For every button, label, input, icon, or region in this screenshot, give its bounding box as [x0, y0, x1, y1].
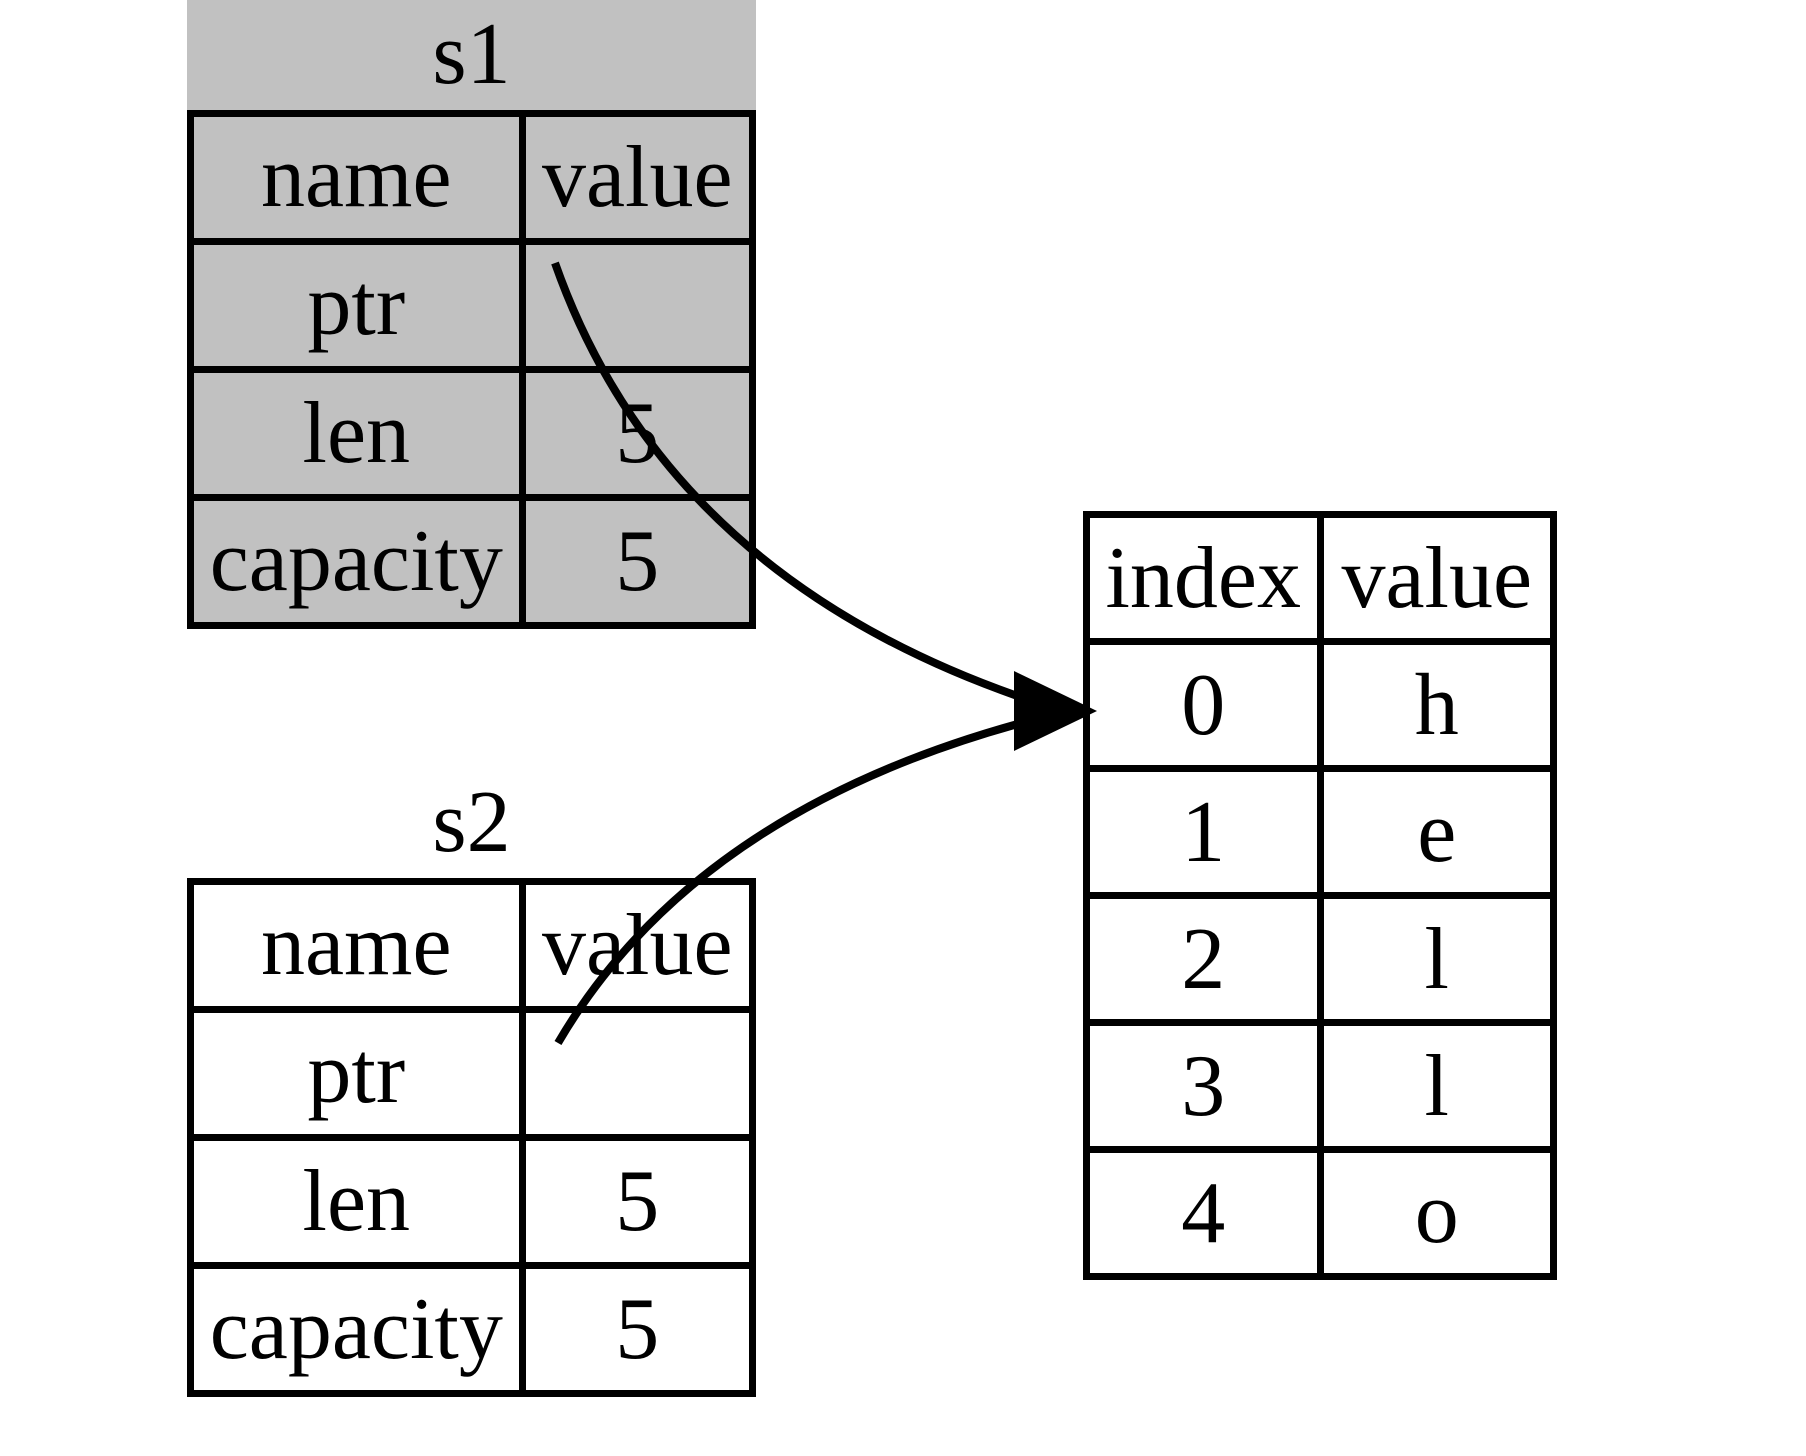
s2-ptr-label: ptr — [187, 1006, 526, 1141]
heap-index-3: 3 — [1083, 1019, 1324, 1153]
table-row: 1 e — [1083, 765, 1557, 899]
s2-table: name value ptr len 5 capacity 5 — [187, 878, 757, 1397]
heap-value-0: h — [1316, 638, 1557, 772]
s2-ptr-value — [518, 1006, 757, 1141]
s2-len-label: len — [187, 1134, 526, 1269]
column-header-name: name — [187, 878, 526, 1013]
s2-len-value: 5 — [518, 1134, 757, 1269]
table-header-row: name value — [187, 878, 757, 1013]
heap-value-1: e — [1316, 765, 1557, 899]
s1-len-label: len — [187, 366, 526, 501]
heap-value-4: o — [1316, 1146, 1557, 1280]
s1-title: s1 — [432, 6, 511, 103]
table-row: capacity 5 — [187, 1262, 757, 1397]
s1-capacity-label: capacity — [187, 494, 526, 629]
s1-len-value: 5 — [518, 366, 757, 501]
column-header-name: name — [187, 110, 526, 245]
column-header-value: value — [1316, 511, 1557, 645]
column-header-value: value — [518, 110, 757, 245]
s2-block: s2 name value ptr len 5 capacity 5 — [187, 768, 757, 1397]
table-row: ptr — [187, 1006, 757, 1141]
heap-value-2: l — [1316, 892, 1557, 1026]
table-row: 0 h — [1083, 638, 1557, 772]
heap-index-4: 4 — [1083, 1146, 1324, 1280]
s1-capacity-value: 5 — [518, 494, 757, 629]
column-header-index: index — [1083, 511, 1324, 645]
table-row: ptr — [187, 238, 757, 373]
heap-index-2: 2 — [1083, 892, 1324, 1026]
s1-table: name value ptr len 5 capacity 5 — [187, 110, 757, 629]
table-row: len 5 — [187, 366, 757, 501]
table-row: capacity 5 — [187, 494, 757, 629]
s2-capacity-value: 5 — [518, 1262, 757, 1397]
heap-block: index value 0 h 1 e 2 l 3 l 4 o — [1083, 511, 1557, 1280]
heap-index-1: 1 — [1083, 765, 1324, 899]
s2-title: s2 — [432, 774, 511, 871]
heap-table: index value 0 h 1 e 2 l 3 l 4 o — [1083, 511, 1557, 1280]
heap-index-0: 0 — [1083, 638, 1324, 772]
s1-ptr-value — [518, 238, 757, 373]
heap-value-3: l — [1316, 1019, 1557, 1153]
table-header-row: index value — [1083, 511, 1557, 645]
table-row: len 5 — [187, 1134, 757, 1269]
table-header-row: name value — [187, 110, 757, 245]
s1-ptr-label: ptr — [187, 238, 526, 373]
table-row: 2 l — [1083, 892, 1557, 1026]
table-row: 4 o — [1083, 1146, 1557, 1280]
table-row: 3 l — [1083, 1019, 1557, 1153]
column-header-value: value — [518, 878, 757, 1013]
s2-capacity-label: capacity — [187, 1262, 526, 1397]
s1-block: s1 name value ptr len 5 capacity 5 — [187, 0, 757, 629]
